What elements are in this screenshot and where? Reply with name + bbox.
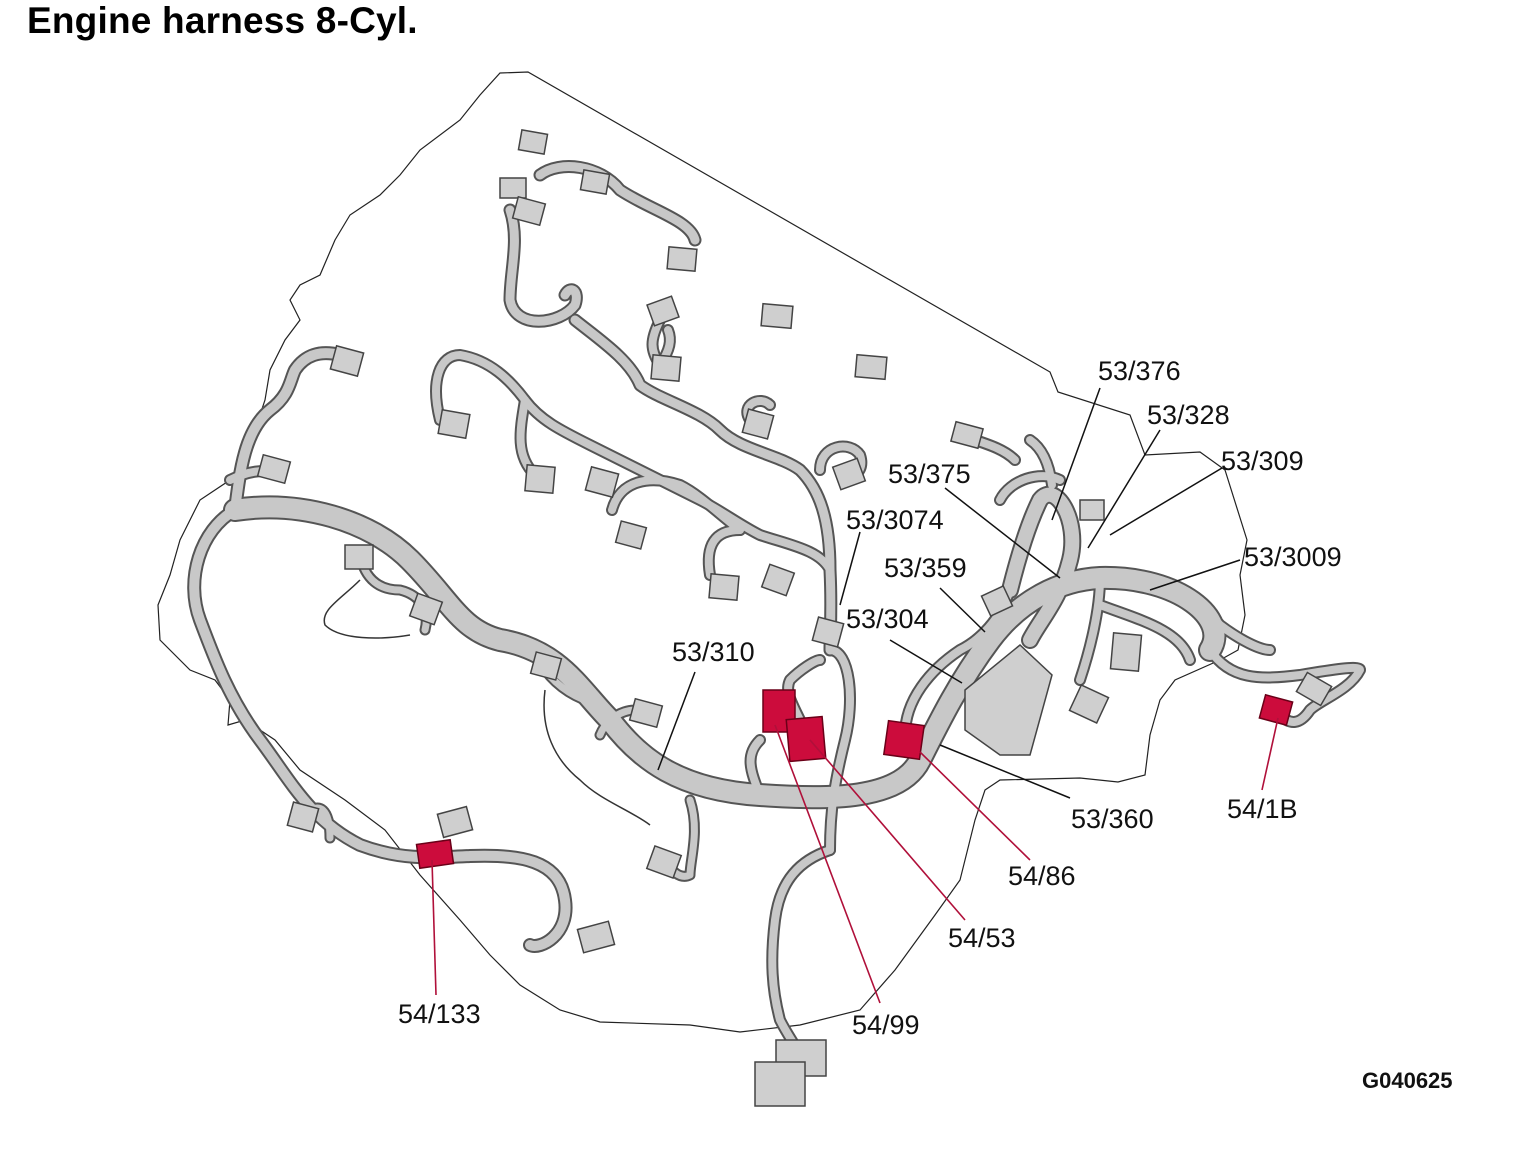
- connector-54-86: [882, 719, 926, 761]
- label-53-359: 53/359: [884, 553, 967, 583]
- label-53-304: 53/304: [846, 604, 929, 634]
- label-54-86: 54/86: [1008, 861, 1076, 891]
- engine-outline: [157, 71, 1248, 1033]
- label-53-3009: 53/3009: [1244, 542, 1342, 572]
- connector-54-53: [785, 715, 827, 763]
- label-54-1b: 54/1B: [1227, 794, 1298, 824]
- highlighted-connectors: [415, 689, 1294, 870]
- label-53-3074: 53/3074: [846, 505, 944, 535]
- label-53-375: 53/375: [888, 459, 971, 489]
- figure-reference: G040625: [1362, 1068, 1453, 1093]
- label-53-360: 53/360: [1071, 804, 1154, 834]
- label-54-53: 54/53: [948, 923, 1016, 953]
- label-53-310: 53/310: [672, 637, 755, 667]
- label-53-328: 53/328: [1147, 400, 1230, 430]
- grey-connectors: [256, 129, 1333, 1107]
- label-54-133: 54/133: [398, 999, 481, 1029]
- label-53-309: 53/309: [1221, 446, 1304, 476]
- page-title: Engine harness 8-Cyl.: [27, 0, 418, 41]
- callout-labels: 53/376 53/328 53/309 53/375 53/3074 53/3…: [398, 356, 1453, 1093]
- label-54-99: 54/99: [852, 1010, 920, 1040]
- connector-54-133: [415, 838, 455, 870]
- connector-54-1b: [1258, 693, 1294, 727]
- leader-lines: [431, 387, 1279, 1004]
- label-53-376: 53/376: [1098, 356, 1181, 386]
- wiring-harness: [187, 160, 1366, 1066]
